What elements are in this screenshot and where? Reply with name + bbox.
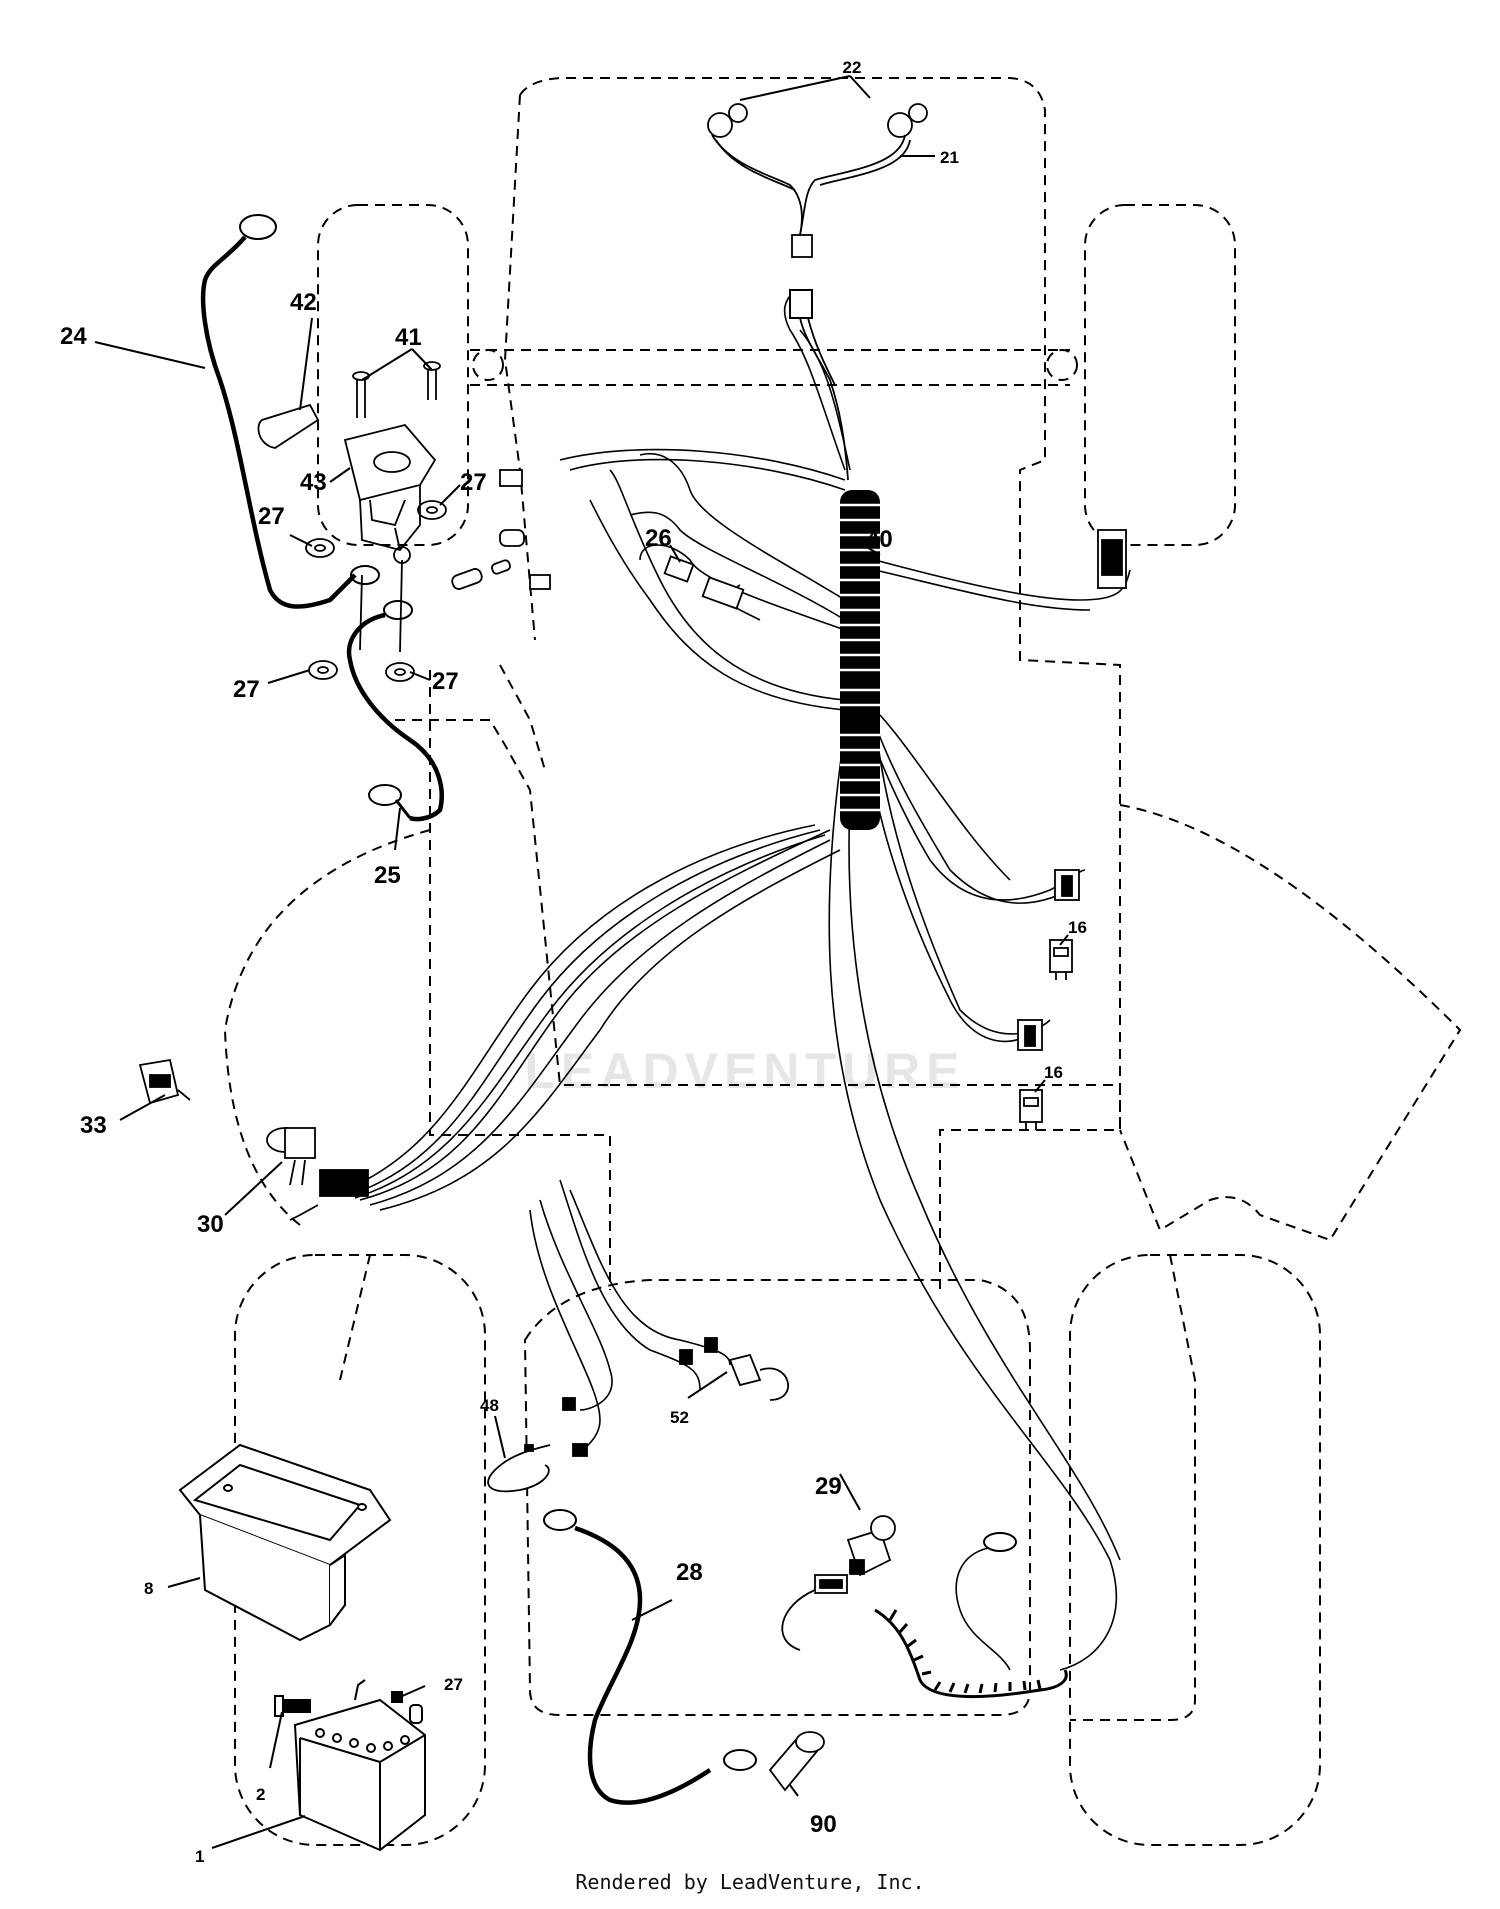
callout-22: 22 [843, 58, 862, 77]
callout-27b: 27 [460, 469, 487, 496]
callout-27a: 27 [258, 503, 285, 530]
harness-sleeve [840, 490, 880, 830]
tractor-outline [223, 77, 1462, 1846]
callout-27c: 27 [233, 676, 260, 703]
leader-lines [94, 75, 1069, 1849]
callout-28: 28 [676, 1559, 703, 1586]
callout-40: 40 [866, 526, 893, 553]
battery-cables [200, 214, 551, 822]
callout-2: 2 [256, 1785, 265, 1804]
callout-90: 90 [810, 1811, 837, 1838]
callout-43: 43 [300, 469, 327, 496]
seat-switch [781, 1515, 896, 1651]
terminal-boot [768, 1731, 825, 1792]
watermark-text: LEADVENTURE [524, 1043, 965, 1099]
headlight-assembly [707, 103, 928, 481]
callout-27d: 27 [432, 668, 459, 695]
ignition-switch [138, 1058, 369, 1221]
wire-harness [344, 289, 1131, 1671]
callout-21: 21 [940, 148, 959, 167]
callout-42: 42 [290, 289, 317, 316]
callout-48: 48 [480, 1396, 499, 1415]
callout-25: 25 [374, 862, 401, 889]
callout-16b: 16 [1044, 1063, 1063, 1082]
right-connectors [1017, 529, 1127, 1051]
callout-16a: 16 [1068, 918, 1087, 937]
lower-connectors [487, 1337, 789, 1493]
battery [274, 1679, 426, 1852]
ground-cable [543, 1509, 757, 1805]
interlock-switches [1019, 939, 1073, 1130]
solenoid-assembly [257, 361, 447, 682]
callout-8: 8 [144, 1579, 153, 1598]
fuse [663, 555, 745, 610]
battery-tray [178, 1443, 392, 1642]
callouts: 22 21 24 42 41 43 27 27 26 40 27 27 25 1… [60, 58, 1087, 1866]
callout-26: 26 [645, 525, 672, 552]
callout-1: 1 [195, 1847, 204, 1866]
callout-41: 41 [395, 324, 422, 351]
footer-credit: Rendered by LeadVenture, Inc. [575, 1870, 925, 1894]
callout-33: 33 [80, 1112, 107, 1139]
callout-30: 30 [197, 1211, 224, 1238]
callout-29: 29 [815, 1473, 842, 1500]
coiled-cord [874, 1532, 1068, 1699]
callout-24: 24 [60, 323, 87, 350]
callout-27e: 27 [444, 1675, 463, 1694]
callout-52: 52 [670, 1408, 689, 1427]
